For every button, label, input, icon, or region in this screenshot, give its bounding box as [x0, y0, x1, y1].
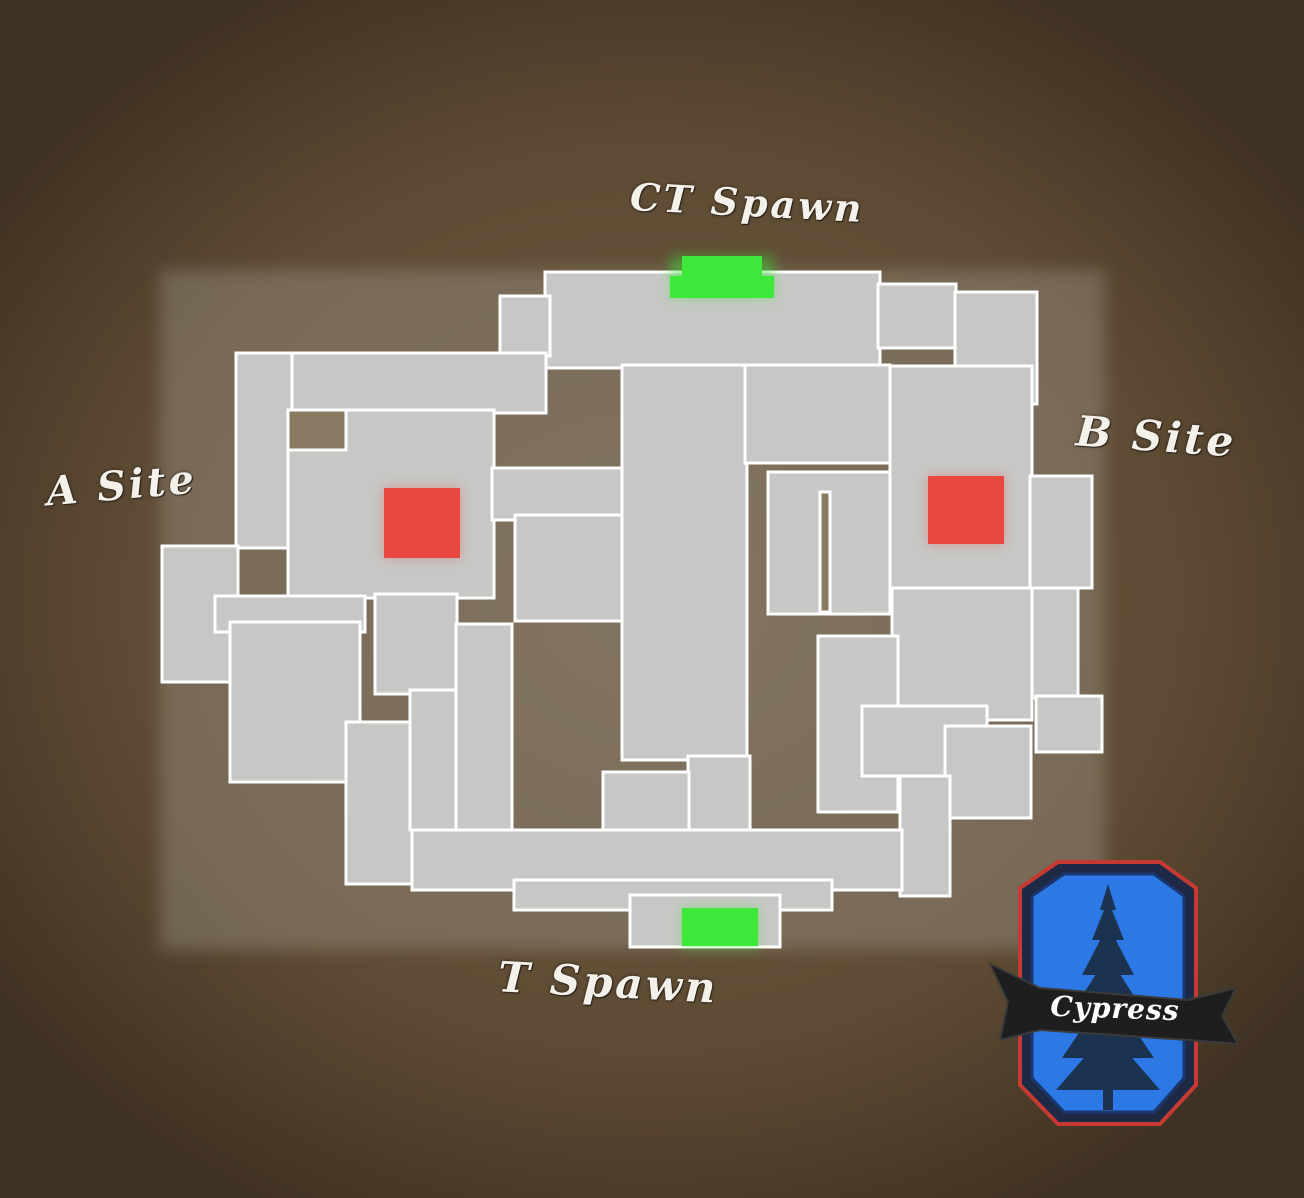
b-right-corridor — [1030, 586, 1080, 700]
mid-area — [620, 363, 749, 762]
b-main — [898, 774, 952, 898]
bombsite-markers — [384, 476, 1004, 558]
badge-ribbon — [987, 961, 1240, 1046]
mid-lower — [686, 754, 752, 838]
a-site-marker — [384, 488, 460, 558]
a-main-choke — [373, 592, 459, 696]
b-link-top — [743, 363, 892, 465]
ct-spawn-side-left — [498, 294, 552, 358]
ct-spawn-marker-base — [670, 276, 774, 298]
ct-spawn-marker — [682, 256, 762, 276]
mid-lower-left — [601, 770, 691, 836]
b-right-end — [1034, 694, 1104, 754]
map-badge — [987, 860, 1240, 1126]
a-south-link — [454, 622, 514, 836]
b-link-gap — [818, 490, 832, 614]
t-spawn-marker — [682, 908, 758, 946]
a-lower-room — [228, 620, 362, 784]
a-lower-hall — [408, 688, 462, 832]
a-link-top — [490, 466, 624, 522]
a-link-mid — [513, 513, 625, 623]
map-name-label: Cypress — [1049, 989, 1181, 1028]
a-site-back — [286, 408, 348, 452]
b-site-right — [1028, 474, 1094, 590]
b-lower-room — [890, 586, 1034, 722]
map-floor — [160, 270, 1104, 949]
ct-spawn-side-right — [876, 282, 958, 350]
a-lower-corridor — [344, 720, 414, 886]
spawn-markers — [670, 256, 774, 948]
b-site-marker — [928, 476, 1004, 544]
a-long-left — [234, 351, 294, 550]
b-lower-southeast — [943, 724, 1033, 820]
